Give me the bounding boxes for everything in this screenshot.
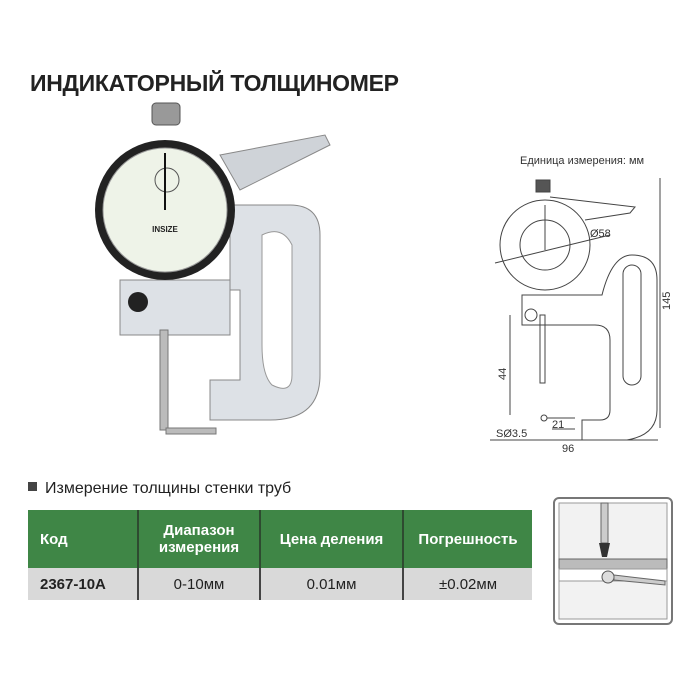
table-header-row: Код Диапазон измерения Цена деления Погр…	[28, 510, 532, 568]
pipe-measurement-illustration	[553, 497, 673, 625]
dim-width: 96	[562, 443, 574, 455]
technical-drawing: Ø58 145 44 96 21 SØ3.5	[490, 178, 673, 455]
cell-range: 0-10мм	[137, 568, 260, 600]
dim-depth: 44	[497, 368, 509, 380]
spec-table: Код Диапазон измерения Цена деления Погр…	[28, 510, 532, 600]
cell-accuracy: ±0.02мм	[402, 568, 532, 600]
page-title: ИНДИКАТОРНЫЙ ТОЛЩИНОМЕР	[30, 70, 399, 96]
header-code: Код	[28, 510, 138, 568]
dim-height: 145	[661, 292, 673, 310]
header-range: Диапазон измерения	[137, 510, 260, 568]
table-row: 2367-10A 0-10мм 0.01мм ±0.02мм	[28, 568, 532, 600]
brand-logo: INSIZE	[152, 225, 178, 234]
header-resolution: Цена деления	[259, 510, 403, 568]
application-note: Измерение толщины стенки труб	[28, 480, 291, 498]
dim-anvil: 21	[552, 419, 564, 431]
cell-resolution: 0.01мм	[259, 568, 403, 600]
unit-note: Единица измерения: мм	[520, 155, 645, 167]
bullet-square-icon	[28, 482, 37, 491]
dim-dial-diameter: Ø58	[590, 228, 611, 240]
product-photo: INSIZE	[95, 102, 331, 435]
header-accuracy: Погрешность	[402, 510, 532, 568]
cell-code: 2367-10A	[28, 568, 138, 600]
dim-ball: SØ3.5	[496, 428, 527, 440]
